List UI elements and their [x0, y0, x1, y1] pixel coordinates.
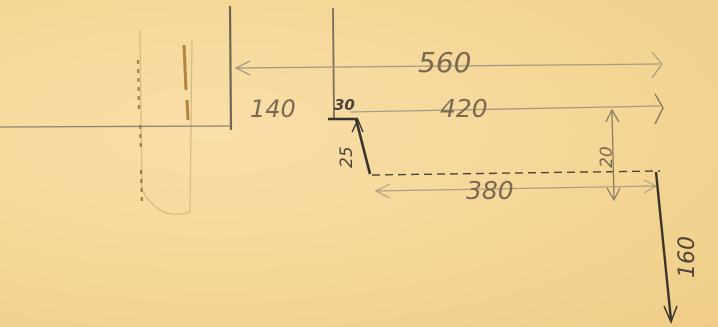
arrow-head-420-right — [654, 93, 664, 125]
dimension-line-20 — [611, 111, 615, 199]
stain-mark-right — [182, 44, 190, 121]
arrow-head-380-left — [374, 183, 391, 199]
step-arrow — [351, 118, 364, 133]
label-560: 560 — [418, 46, 471, 79]
base-line — [0, 125, 233, 128]
arrow-head-560-left — [234, 60, 251, 76]
dashed-reference-line — [371, 170, 661, 176]
label-20: 20 — [597, 146, 617, 168]
dimension-line-560 — [235, 63, 661, 69]
label-160: 160 — [675, 236, 700, 278]
label-420: 420 — [440, 94, 488, 123]
label-25: 25 — [337, 146, 357, 168]
arrow-head-right-drop — [663, 305, 678, 324]
label-380: 380 — [466, 176, 514, 205]
label-140: 140 — [250, 95, 296, 123]
arrow-head-20-bottom — [606, 187, 621, 202]
arrow-head-380-right — [643, 179, 658, 194]
label-30: 30 — [334, 96, 355, 114]
step-wall — [354, 118, 372, 175]
dimension-line-380 — [374, 185, 656, 192]
left-wall — [228, 5, 233, 131]
stain-mark-left — [136, 59, 144, 206]
dimension-line-420 — [349, 105, 661, 113]
arrow-head-20-top — [605, 108, 620, 123]
arrow-head-560-right — [651, 51, 663, 79]
right-drop-line — [654, 171, 673, 321]
middle-wall — [332, 7, 335, 119]
